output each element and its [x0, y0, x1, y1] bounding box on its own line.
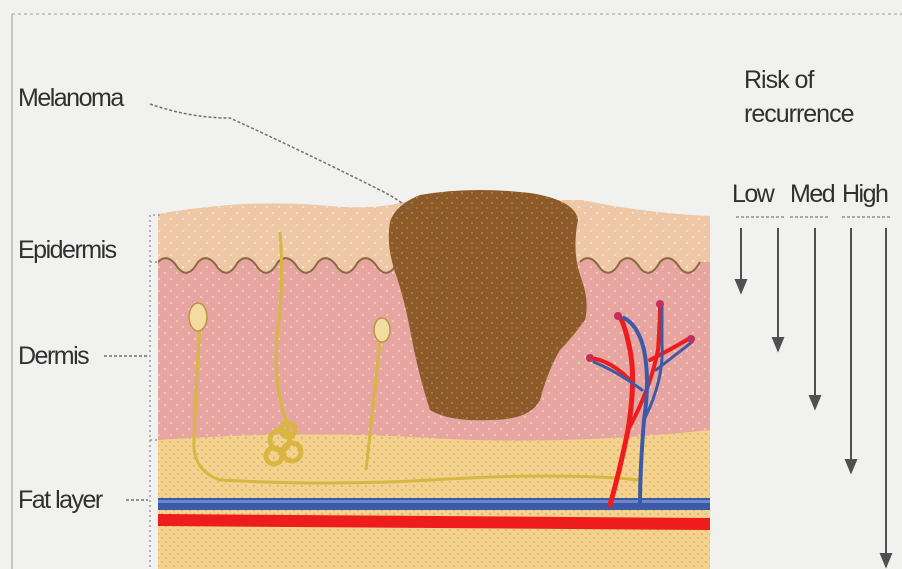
melanoma-leader-line — [150, 104, 410, 210]
label-dermis: Dermis — [18, 344, 88, 369]
hair-follicle-left — [189, 303, 207, 331]
label-epidermis: Epidermis — [18, 238, 116, 263]
label-melanoma: Melanoma — [18, 86, 123, 111]
risk-arrows — [736, 228, 891, 566]
risk-title-line2: recurrence — [744, 98, 854, 131]
risk-level-low: Low — [732, 182, 773, 207]
label-fat-layer: Fat layer — [18, 488, 102, 513]
vein-band — [158, 498, 710, 510]
hair-follicle-right — [374, 318, 390, 342]
risk-title-line1: Risk of — [744, 64, 813, 97]
risk-level-high: High — [842, 182, 887, 207]
risk-level-med: Med — [790, 182, 834, 207]
